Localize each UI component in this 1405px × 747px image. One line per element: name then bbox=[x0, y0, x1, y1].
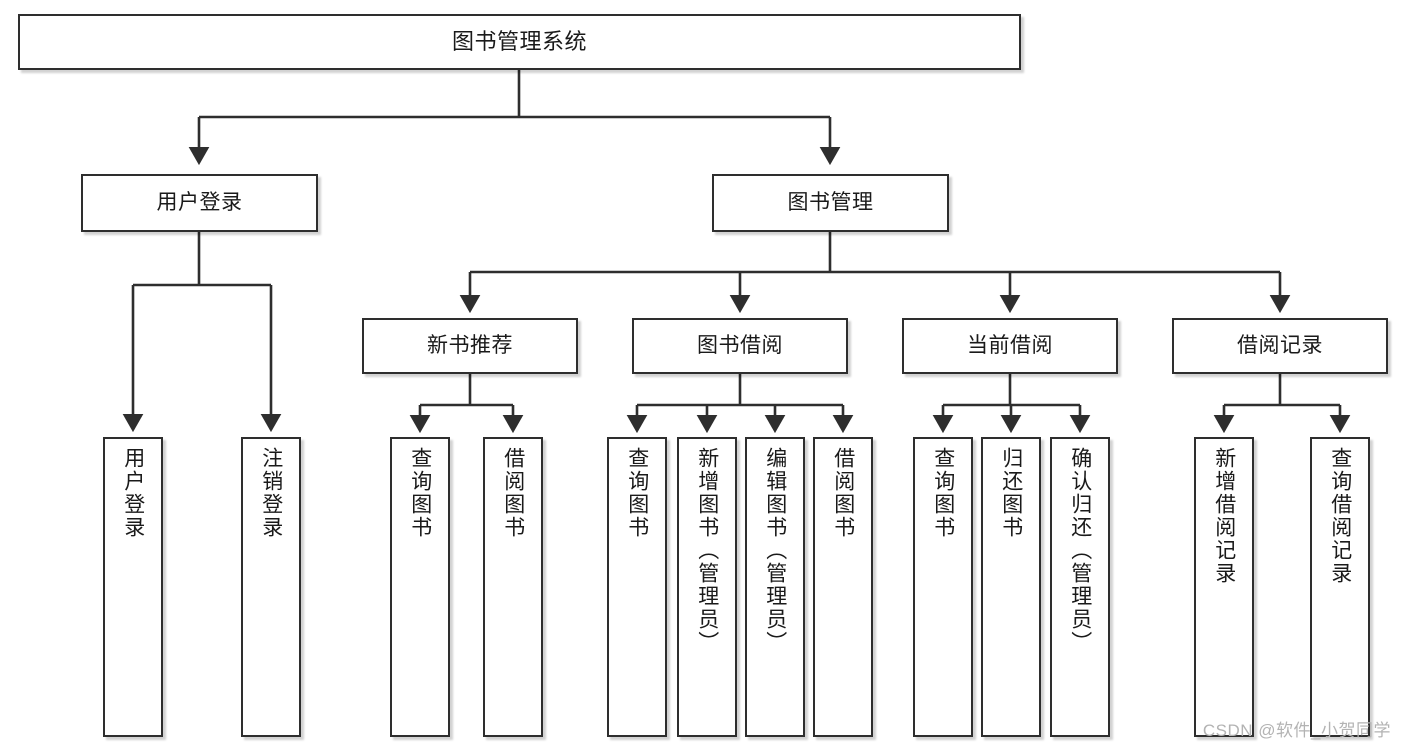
node-new-book-recommend-label: 新书推荐 bbox=[427, 333, 513, 357]
node-root-label: 图书管理系统 bbox=[451, 29, 587, 55]
node-leaf-add-record[interactable]: 新增借阅记录 bbox=[1194, 437, 1254, 737]
node-leaf-query-book-2-label: 查询图书 bbox=[625, 447, 649, 539]
node-leaf-query-book-2[interactable]: 查询图书 bbox=[607, 437, 667, 737]
node-leaf-confirm-return-label: 确认归还（管理员） bbox=[1068, 447, 1092, 654]
node-new-book-recommend[interactable]: 新书推荐 bbox=[362, 318, 578, 374]
node-book-borrow[interactable]: 图书借阅 bbox=[632, 318, 848, 374]
node-leaf-edit-book-label: 编辑图书（管理员） bbox=[763, 447, 787, 654]
node-borrow-record[interactable]: 借阅记录 bbox=[1172, 318, 1388, 374]
node-leaf-add-record-label: 新增借阅记录 bbox=[1212, 447, 1236, 585]
node-leaf-user-login-label: 用户登录 bbox=[121, 447, 145, 539]
node-leaf-borrow-book-1-label: 借阅图书 bbox=[501, 447, 525, 539]
node-leaf-edit-book[interactable]: 编辑图书（管理员） bbox=[745, 437, 805, 737]
node-leaf-query-record-label: 查询借阅记录 bbox=[1328, 447, 1352, 585]
node-leaf-query-book-3[interactable]: 查询图书 bbox=[913, 437, 973, 737]
node-leaf-borrow-book-2-label: 借阅图书 bbox=[831, 447, 855, 539]
node-leaf-borrow-book-1[interactable]: 借阅图书 bbox=[483, 437, 543, 737]
node-leaf-return-book[interactable]: 归还图书 bbox=[981, 437, 1041, 737]
node-current-borrow-label: 当前借阅 bbox=[967, 333, 1053, 357]
node-leaf-query-record[interactable]: 查询借阅记录 bbox=[1310, 437, 1370, 737]
node-leaf-logout[interactable]: 注销登录 bbox=[241, 437, 301, 737]
node-leaf-borrow-book-2[interactable]: 借阅图书 bbox=[813, 437, 873, 737]
node-root[interactable]: 图书管理系统 bbox=[18, 14, 1021, 70]
node-current-borrow[interactable]: 当前借阅 bbox=[902, 318, 1118, 374]
node-user-login[interactable]: 用户登录 bbox=[81, 174, 318, 232]
node-book-borrow-label: 图书借阅 bbox=[697, 333, 783, 357]
node-leaf-add-book-label: 新增图书（管理员） bbox=[695, 447, 719, 654]
node-borrow-record-label: 借阅记录 bbox=[1237, 333, 1323, 357]
node-leaf-query-book-1-label: 查询图书 bbox=[408, 447, 432, 539]
node-user-login-label: 用户登录 bbox=[156, 190, 243, 214]
node-leaf-logout-label: 注销登录 bbox=[259, 447, 283, 539]
node-book-manage[interactable]: 图书管理 bbox=[712, 174, 949, 232]
node-leaf-return-book-label: 归还图书 bbox=[999, 447, 1023, 539]
node-leaf-query-book-3-label: 查询图书 bbox=[931, 447, 955, 539]
node-book-manage-label: 图书管理 bbox=[787, 190, 874, 214]
node-leaf-query-book-1[interactable]: 查询图书 bbox=[390, 437, 450, 737]
node-leaf-add-book[interactable]: 新增图书（管理员） bbox=[677, 437, 737, 737]
node-leaf-confirm-return[interactable]: 确认归还（管理员） bbox=[1050, 437, 1110, 737]
node-leaf-user-login[interactable]: 用户登录 bbox=[103, 437, 163, 737]
